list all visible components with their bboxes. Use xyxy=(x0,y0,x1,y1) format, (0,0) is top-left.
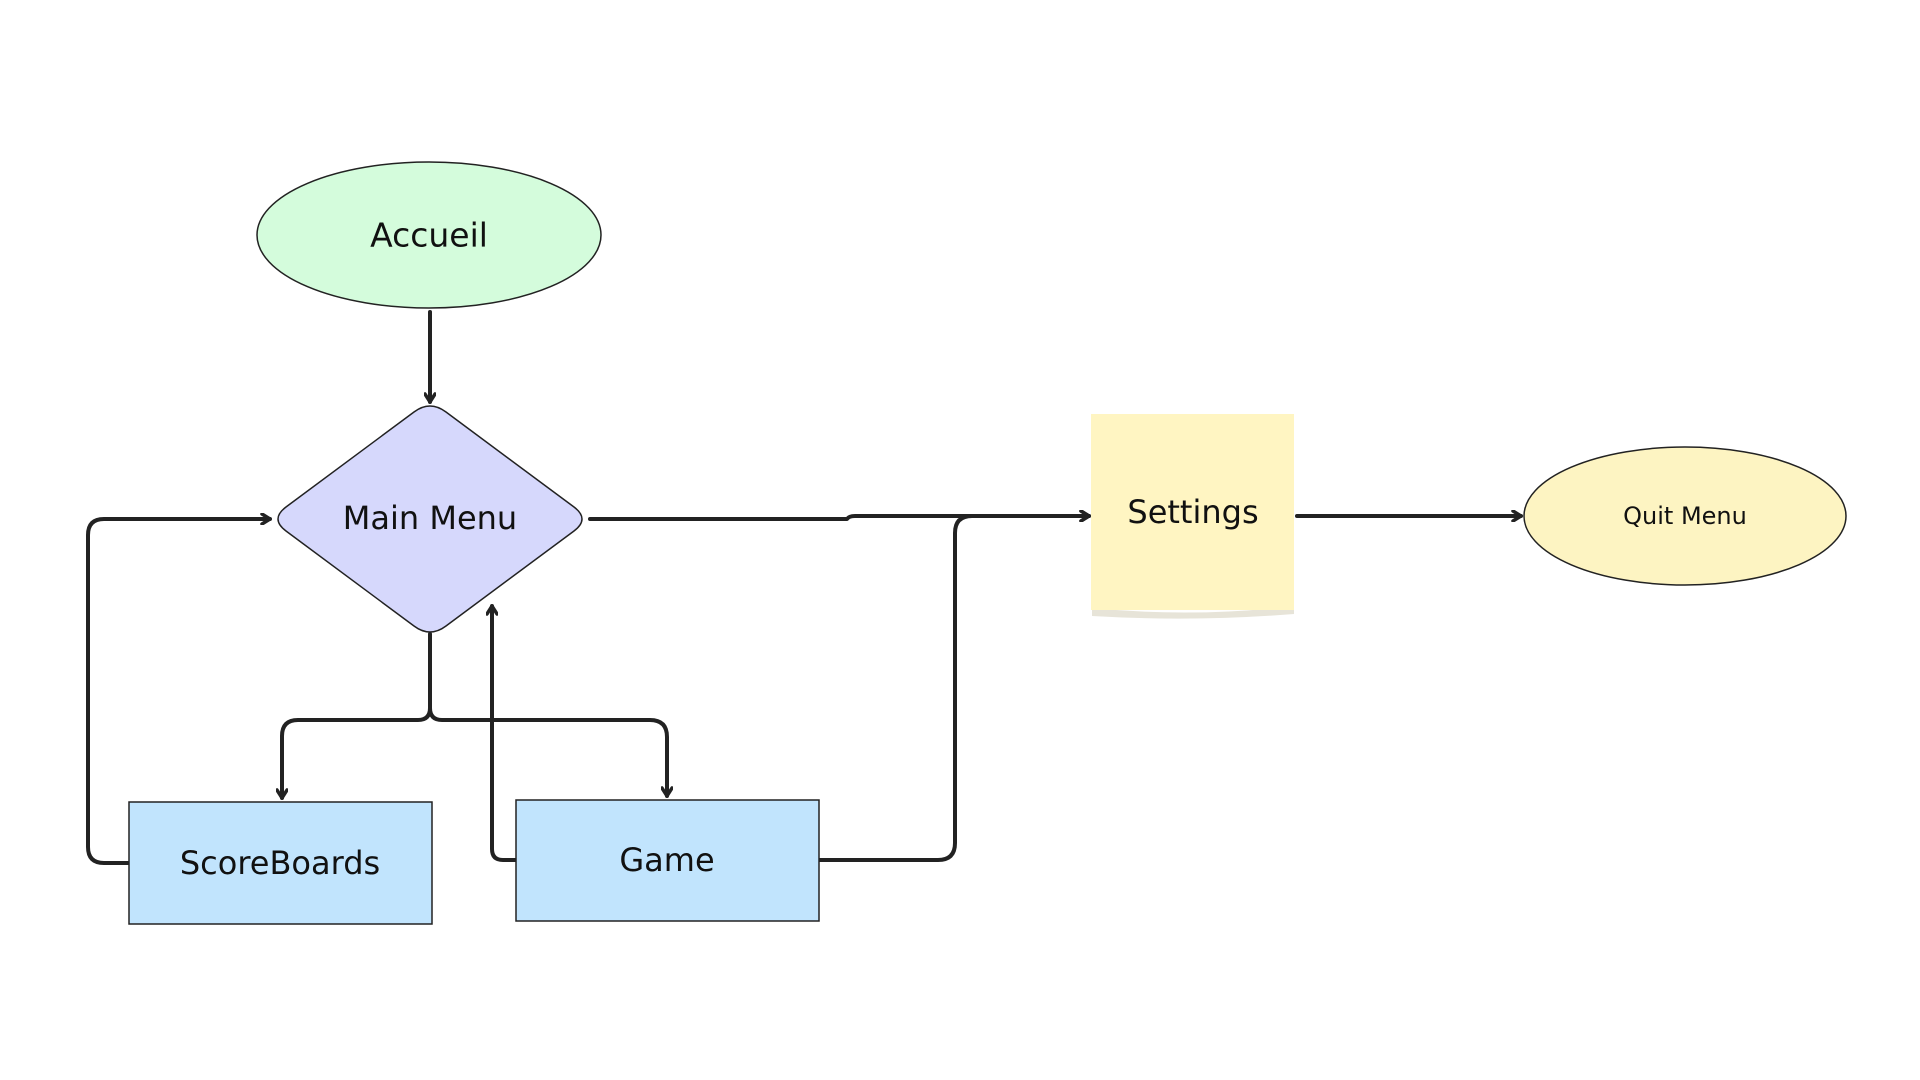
settings-shadow xyxy=(1092,606,1294,619)
node-accueil[interactable]: Accueil xyxy=(256,161,602,309)
node-game[interactable]: Game xyxy=(515,799,820,922)
quit-menu-label: Quit Menu xyxy=(1623,502,1747,530)
edge-scoreboards-to-main-menu xyxy=(86,519,272,865)
main-menu-diamond xyxy=(277,405,583,633)
game-label: Game xyxy=(619,841,714,879)
node-scoreboards[interactable]: ScoreBoards xyxy=(128,801,433,925)
settings-label: Settings xyxy=(1127,493,1258,531)
edge-main-menu-to-settings xyxy=(588,516,1091,519)
scoreboards-label: ScoreBoards xyxy=(180,844,380,882)
edge-game-to-main-menu xyxy=(492,604,518,862)
quit-menu-ellipse xyxy=(1523,446,1847,586)
accueil-ellipse xyxy=(256,161,602,309)
settings-sticky-note xyxy=(1091,414,1294,610)
edge-game-to-settings xyxy=(817,516,1091,862)
accueil-label: Accueil xyxy=(370,216,488,255)
scoreboards-box xyxy=(128,801,433,925)
edge-main-menu-to-scoreboards xyxy=(282,632,432,800)
node-settings[interactable]: Settings xyxy=(1091,414,1294,619)
main-menu-label: Main Menu xyxy=(343,499,517,537)
edge-main-menu-to-game xyxy=(428,706,667,798)
game-box xyxy=(515,799,820,922)
edges xyxy=(86,310,1523,865)
node-quit-menu[interactable]: Quit Menu xyxy=(1523,446,1847,586)
node-main-menu[interactable]: Main Menu xyxy=(277,405,583,633)
